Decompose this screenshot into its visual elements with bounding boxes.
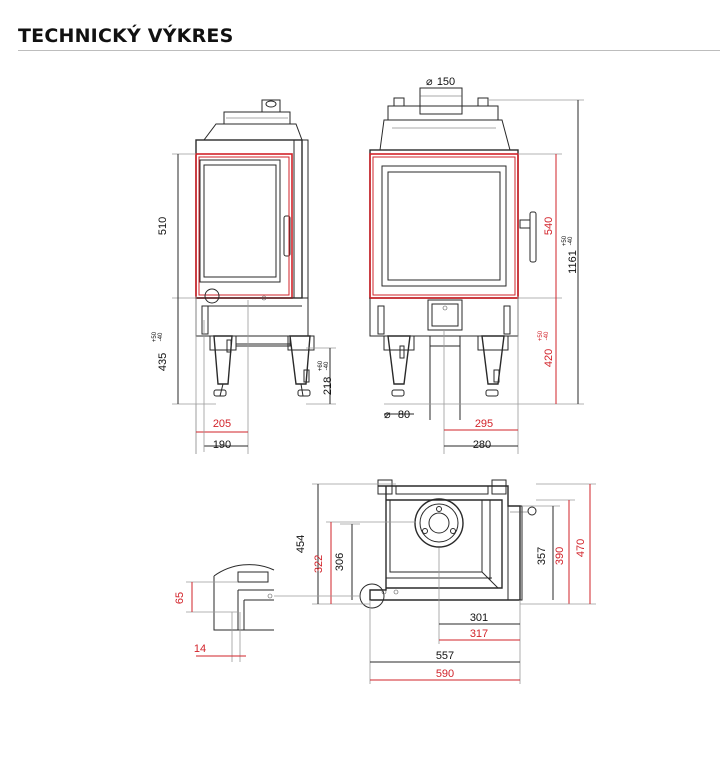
- dim-510-label: 510: [157, 217, 169, 235]
- dim-150-label: 150: [437, 76, 455, 88]
- dim-390-label: 390: [554, 547, 566, 565]
- front-view: 510 435 +50 -40 218 +60 -40 205 190: [152, 99, 336, 454]
- dim-80-label: 80: [398, 409, 410, 421]
- dim-1161-tol-plus: +50: [562, 235, 568, 246]
- dim-280-label: 280: [473, 439, 491, 451]
- page-header: TECHNICKÝ VÝKRES: [18, 25, 720, 51]
- detail-view: 65 14: [174, 564, 360, 662]
- dim-435-tol-minus: -40: [158, 332, 164, 341]
- dim-218-tol-plus: +60: [318, 360, 324, 371]
- diameter-80-symbol: ⌀: [384, 409, 391, 421]
- dim-435-label: 435: [157, 353, 169, 371]
- dim-420-tol-minus: -40: [544, 331, 550, 340]
- dim-420-tol-plus: +50: [538, 330, 544, 341]
- dim-295-label: 295: [475, 418, 493, 430]
- dim-590-label: 590: [436, 668, 454, 680]
- dim-14-label: 14: [194, 643, 206, 655]
- dim-470-label: 470: [575, 539, 587, 557]
- diameter-150-symbol: ⌀: [426, 76, 433, 88]
- dim-301-label: 301: [470, 612, 488, 624]
- dim-190-label: 190: [213, 439, 231, 451]
- page-title: TECHNICKÝ VÝKRES: [18, 25, 234, 47]
- dim-218-label: 218: [322, 377, 334, 395]
- dim-420-label: 420: [543, 349, 555, 367]
- dim-557-label: 557: [436, 650, 454, 662]
- dim-435-tol-plus: +50: [152, 331, 158, 342]
- dim-454-label: 454: [295, 535, 307, 553]
- dim-317-label: 317: [470, 628, 488, 640]
- dim-205-label: 205: [213, 418, 231, 430]
- dim-65-label: 65: [174, 592, 186, 604]
- dim-357-label: 357: [536, 547, 548, 565]
- dim-218-tol-minus: -40: [324, 361, 330, 370]
- dim-1161-tol-minus: -40: [568, 236, 574, 245]
- side-view: 150 ⌀ 1161 +50 -40 540 420 +50 -40 ⌀ 80 …: [369, 76, 584, 454]
- title-divider: [18, 50, 720, 51]
- dim-540-label: 540: [543, 217, 555, 235]
- top-view: 454 322 306 357 390 470 301 317 557 590: [295, 479, 596, 684]
- dim-1161-label: 1161: [567, 250, 579, 274]
- dim-306-label: 306: [334, 553, 346, 571]
- dim-322-label: 322: [313, 555, 325, 573]
